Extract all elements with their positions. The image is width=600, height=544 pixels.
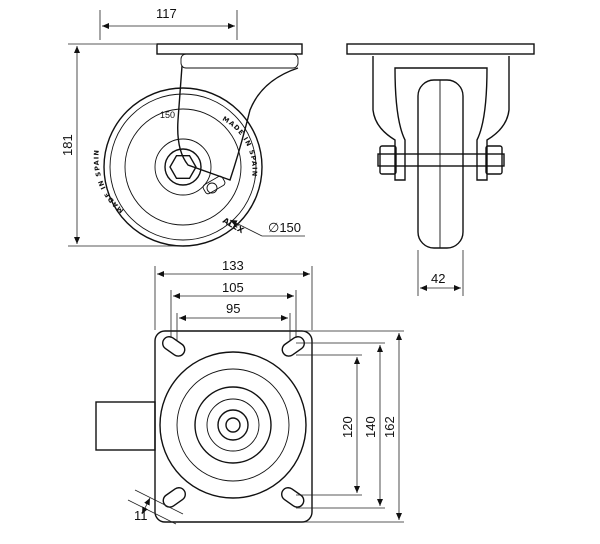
front-top-plate bbox=[346, 43, 535, 55]
dim-117-label: 117 bbox=[156, 6, 177, 21]
dim-181-label: 181 bbox=[60, 134, 75, 156]
mounting-hole bbox=[281, 336, 305, 357]
dim-140-label: 140 bbox=[363, 416, 378, 438]
front-nut-right bbox=[485, 145, 503, 175]
top-ring-outer bbox=[159, 351, 307, 499]
dim-42-label: 42 bbox=[431, 271, 445, 286]
top-ring-2 bbox=[176, 368, 290, 482]
front-view-dimensions: 42 bbox=[417, 250, 464, 296]
side-view: MADE IN SPAIN MADE IN SPAIN 150 ALEX bbox=[92, 43, 303, 247]
side-brake-lever bbox=[202, 175, 226, 195]
tire-size-label: 150 bbox=[160, 110, 175, 120]
top-view bbox=[95, 330, 313, 523]
dim-150-label: ∅150 bbox=[268, 220, 301, 235]
side-wheel-rim bbox=[154, 138, 212, 196]
side-fork-arm bbox=[177, 65, 299, 181]
front-axle bbox=[377, 153, 505, 167]
top-ring-center bbox=[225, 417, 241, 433]
top-ring-5 bbox=[217, 409, 249, 441]
side-wheel-tread bbox=[109, 93, 257, 241]
mounting-hole bbox=[162, 336, 186, 357]
side-top-plate bbox=[156, 43, 303, 55]
mounting-hole bbox=[281, 487, 305, 508]
dim-162-label: 162 bbox=[382, 416, 397, 438]
front-wheel bbox=[417, 79, 464, 249]
side-plate-flange bbox=[180, 53, 299, 69]
side-brake-pivot bbox=[206, 182, 218, 194]
top-ring-3 bbox=[194, 386, 272, 464]
tire-marking-left: MADE IN SPAIN bbox=[92, 149, 125, 215]
dim-105-label: 105 bbox=[222, 280, 244, 295]
front-nut-left bbox=[379, 145, 397, 175]
mounting-holes bbox=[162, 336, 305, 508]
dim-133-label: 133 bbox=[222, 258, 244, 273]
front-fork bbox=[372, 56, 510, 181]
dim-line-diameter bbox=[229, 219, 263, 237]
dim-line-11 bbox=[141, 497, 151, 515]
top-view-dimensions: 133 105 95 120 140 162 11 bbox=[127, 258, 404, 525]
dim-120-label: 120 bbox=[340, 416, 355, 438]
side-wheel-tire-inner bbox=[124, 108, 242, 226]
side-axle-nut bbox=[169, 154, 197, 180]
top-ring-4 bbox=[206, 398, 260, 452]
top-plate-outline bbox=[154, 330, 313, 523]
dim-95-label: 95 bbox=[226, 301, 240, 316]
mounting-hole bbox=[162, 487, 186, 508]
dim-11-label: 11 bbox=[134, 508, 148, 523]
side-view-dimensions: 117 181 ∅150 bbox=[60, 6, 305, 247]
front-view bbox=[346, 43, 535, 249]
side-wheel-hub bbox=[164, 148, 202, 186]
brake-pedal bbox=[95, 401, 156, 451]
